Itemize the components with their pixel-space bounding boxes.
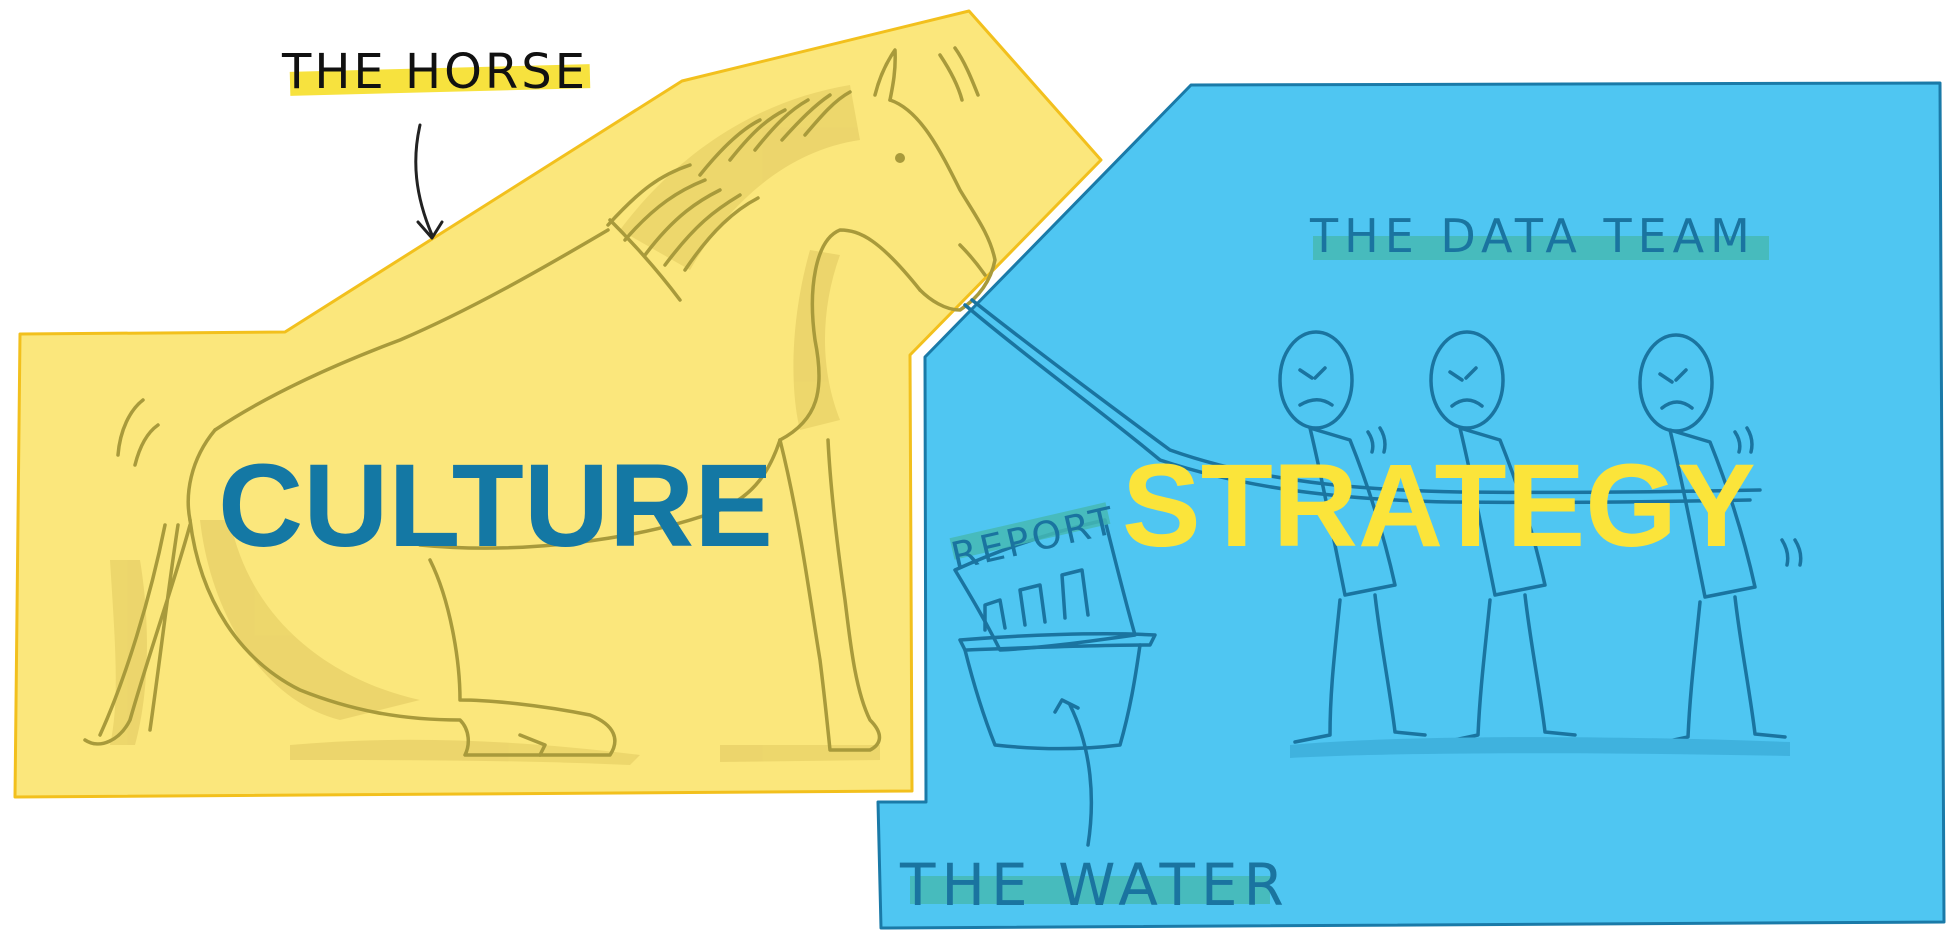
strategy-region [876, 81, 1946, 930]
horse-eye [895, 153, 905, 163]
report-label-highlight [949, 502, 1111, 560]
data-team-label: THE DATA TEAM [1309, 209, 1756, 263]
horse-back [186, 428, 217, 522]
horse-motion-marks [116, 398, 160, 467]
effort-marks [1366, 426, 1803, 567]
horse-chest [778, 228, 922, 442]
horse-front-leg [778, 438, 882, 752]
horse-belly [418, 438, 782, 550]
team-shadow [1290, 737, 1790, 758]
horse-muzzle [958, 243, 987, 277]
strategy-title: STRATEGY [1122, 440, 1756, 572]
basket-rim [958, 632, 1157, 652]
team-member-3 [1638, 333, 1787, 746]
horse-mane [606, 90, 852, 302]
horse-tail [83, 523, 192, 746]
horse-label: THE HORSE [281, 44, 588, 100]
report-bars [983, 568, 1090, 632]
horse-label-highlight [289, 64, 591, 96]
horse-sketch [83, 46, 997, 765]
horse-neck [213, 228, 610, 432]
horse-ear-marks [938, 46, 980, 102]
team-member-2 [1429, 330, 1577, 744]
water-label: THE WATER [899, 851, 1290, 919]
water-label-highlight [910, 876, 1270, 904]
water-arrow [1053, 698, 1094, 847]
culture-region [13, 9, 1103, 799]
horse-hoof [518, 733, 547, 757]
culture-title: CULTURE [218, 440, 773, 572]
horse-rear-leg [188, 518, 617, 757]
horse-head [888, 98, 997, 312]
rope [963, 298, 1762, 505]
data-team-label-highlight [1313, 236, 1769, 260]
horse-ear [873, 48, 897, 102]
data-team-sketch [1278, 330, 1803, 758]
horse-label-arrow [414, 123, 444, 240]
team-member-1 [1278, 330, 1427, 744]
basket-body [963, 643, 1142, 751]
